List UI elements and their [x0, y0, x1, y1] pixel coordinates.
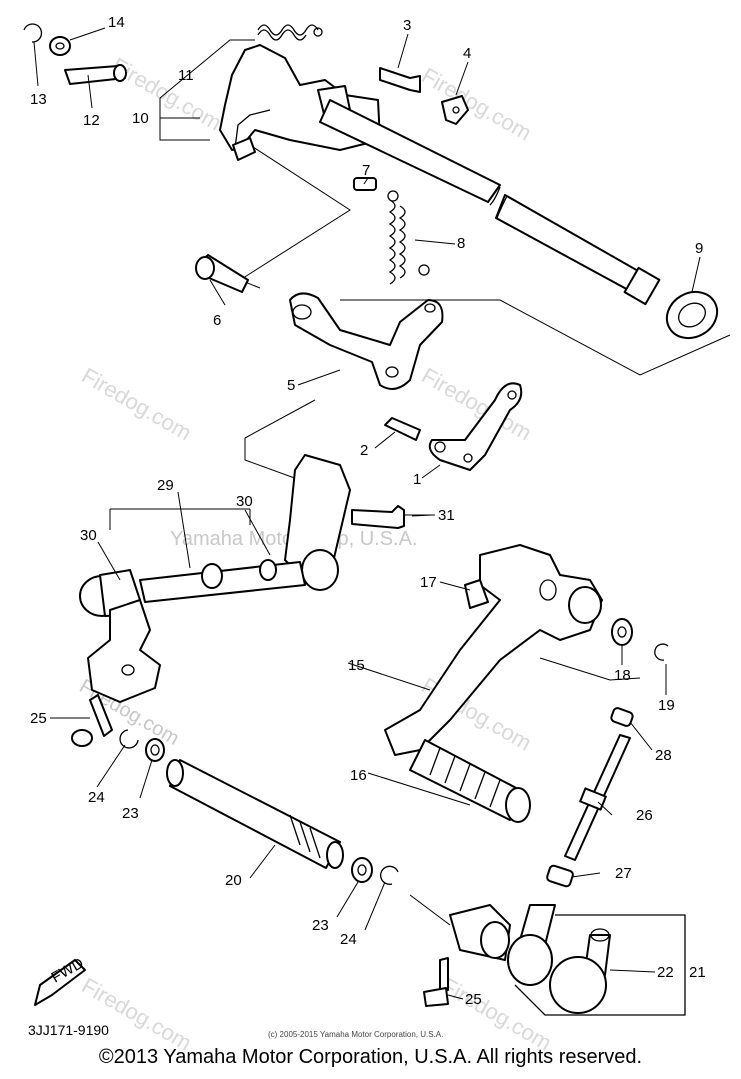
callout-11: 11: [178, 67, 194, 84]
watermark-firedog: Firedog.com: [78, 363, 196, 446]
callout-2: 2: [360, 442, 368, 459]
bolt-31: [351, 505, 405, 529]
callout-25: 25: [30, 710, 47, 727]
callout-30: 30: [80, 527, 97, 544]
callout-25b: 25: [465, 991, 482, 1008]
callout-20: 20: [225, 872, 242, 889]
diagram-code: 3JJ171-9190: [28, 1022, 109, 1038]
callout-4: 4: [463, 45, 471, 62]
callout-12: 12: [83, 112, 100, 129]
callout-18: 18: [614, 667, 631, 684]
callout-8: 8: [457, 235, 465, 252]
callout-27: 27: [615, 865, 632, 882]
callout-21: 21: [689, 964, 706, 981]
washer-23-24: [351, 857, 399, 885]
joint-21-22: [423, 904, 686, 1016]
watermark-firedog: Firedog.com: [78, 973, 196, 1056]
spring-8-group: [353, 177, 430, 285]
callout-13: 13: [30, 91, 47, 108]
watermark-firedog: Firedog.com: [108, 53, 226, 136]
callout-1: 1: [413, 471, 421, 488]
copyright-footer: ©2013 Yamaha Motor Corporation, U.S.A. A…: [98, 1046, 643, 1068]
shift-lever-assembly: [219, 44, 661, 306]
inner-copyright: (c) 2005-2015 Yamaha Motor Corporation, …: [268, 1030, 444, 1039]
callout-23: 23: [122, 805, 139, 822]
callout-labels: 1 2 3 4 5 6 7 8 9 10 11 12 13 14 15 16 1…: [30, 14, 706, 1008]
callout-26: 26: [636, 807, 653, 824]
callout-17: 17: [420, 574, 437, 591]
leader-lines: [33, 27, 701, 1000]
callout-10: 10: [132, 110, 149, 127]
callout-3: 3: [403, 17, 411, 34]
spring-11: [257, 24, 323, 41]
callout-23b: 23: [312, 917, 329, 934]
callout-24: 24: [88, 789, 105, 806]
watermark-firedog: Firedog.com: [418, 63, 536, 146]
lower-arm: [71, 599, 165, 762]
washer-18-19-28: [610, 618, 669, 727]
arm-5: [289, 292, 444, 390]
assembly-lines: [109, 39, 731, 926]
callout-16: 16: [350, 767, 367, 784]
callout-31: 31: [438, 507, 455, 524]
callout-29: 29: [157, 477, 174, 494]
shift-shaft-20: [166, 759, 344, 869]
callout-24b: 24: [340, 931, 357, 948]
callout-9: 9: [695, 240, 703, 257]
callout-7: 7: [362, 162, 370, 179]
adjuster-26-27: [546, 734, 631, 888]
plate-1-group: [384, 382, 523, 471]
shift-pedal-15: [384, 544, 603, 823]
callout-15: 15: [348, 657, 365, 674]
bolt-6: [195, 254, 249, 293]
callout-28: 28: [655, 747, 672, 764]
pin-12-group: [23, 23, 127, 85]
watermark-firedog: Firedog.com: [438, 973, 556, 1056]
oil-seal-9: [665, 290, 719, 340]
callout-14: 14: [108, 14, 125, 31]
callout-19: 19: [658, 697, 675, 714]
callout-5: 5: [287, 377, 295, 394]
fwd-arrow-icon: FWD: [34, 955, 87, 1006]
bolt-3-group: [379, 67, 469, 125]
callout-22: 22: [657, 964, 674, 981]
callout-30b: 30: [236, 493, 253, 510]
callout-6: 6: [213, 312, 221, 329]
